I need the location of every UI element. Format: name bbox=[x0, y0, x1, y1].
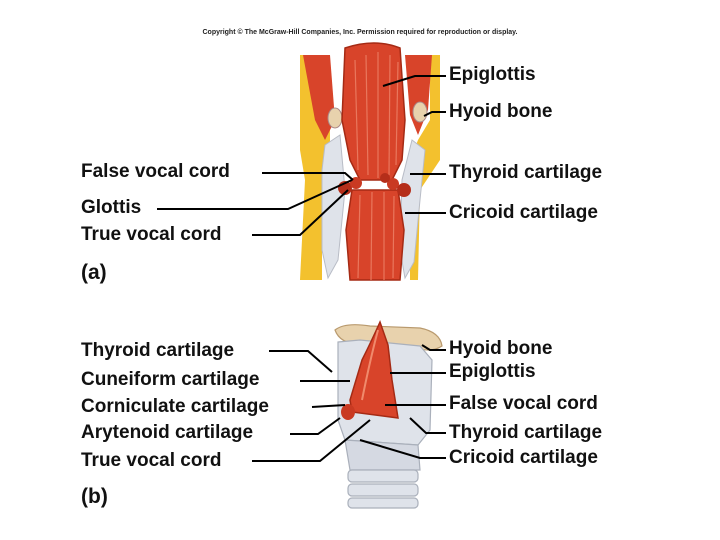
trachea-rings bbox=[347, 469, 419, 509]
label-glottis-a: Glottis bbox=[81, 197, 142, 218]
label-thyroid-cartilage-a: Thyroid cartilage bbox=[449, 162, 603, 183]
label-true-vocal-cord-a: True vocal cord bbox=[81, 224, 222, 245]
label-thyroid-cartilage-b-left: Thyroid cartilage bbox=[81, 340, 235, 361]
leader-lines-b bbox=[252, 344, 446, 462]
copyright-notice: Copyright © The McGraw-Hill Companies, I… bbox=[202, 29, 518, 36]
label-hyoid-bone-a: Hyoid bone bbox=[449, 101, 553, 122]
label-hyoid-bone-b: Hyoid bone bbox=[449, 338, 553, 359]
label-corniculate-cartilage-b: Corniculate cartilage bbox=[81, 396, 269, 417]
label-epiglottis-a: Epiglottis bbox=[449, 64, 536, 85]
right-thyroid-cartilage bbox=[399, 139, 426, 280]
lower-airway bbox=[345, 189, 405, 281]
left-strap-muscle bbox=[303, 55, 335, 140]
label-cricoid-cartilage-a: Cricoid cartilage bbox=[449, 202, 598, 223]
label-false-vocal-cord-a: False vocal cord bbox=[81, 161, 230, 182]
panel-label-a: (a) bbox=[81, 261, 107, 284]
label-true-vocal-cord-b: True vocal cord bbox=[81, 450, 222, 471]
label-epiglottis-b: Epiglottis bbox=[449, 361, 536, 382]
epiglottis-highlight bbox=[361, 329, 379, 401]
leader-lines-a bbox=[157, 75, 446, 236]
panel-label-b: (b) bbox=[81, 485, 108, 508]
larynx-coronal-section bbox=[300, 42, 440, 281]
arytenoid-cartilage-shape bbox=[341, 404, 355, 420]
right-strap-muscle bbox=[405, 55, 432, 135]
right-hyoid-bone bbox=[412, 101, 428, 123]
left-hyoid-bone bbox=[327, 107, 343, 129]
label-thyroid-cartilage-b-right: Thyroid cartilage bbox=[449, 422, 603, 443]
left-thyroid-cartilage bbox=[321, 134, 346, 280]
epiglottis-striations bbox=[354, 52, 399, 178]
larynx-external-view bbox=[334, 319, 443, 509]
label-cuneiform-cartilage-b: Cuneiform cartilage bbox=[81, 369, 260, 390]
label-cricoid-cartilage-b: Cricoid cartilage bbox=[449, 447, 598, 468]
label-arytenoid-cartilage-b: Arytenoid cartilage bbox=[81, 422, 254, 443]
lower-striations bbox=[357, 191, 395, 281]
cricoid-cartilage-shape bbox=[344, 439, 421, 471]
label-false-vocal-cord-b: False vocal cord bbox=[449, 393, 598, 414]
